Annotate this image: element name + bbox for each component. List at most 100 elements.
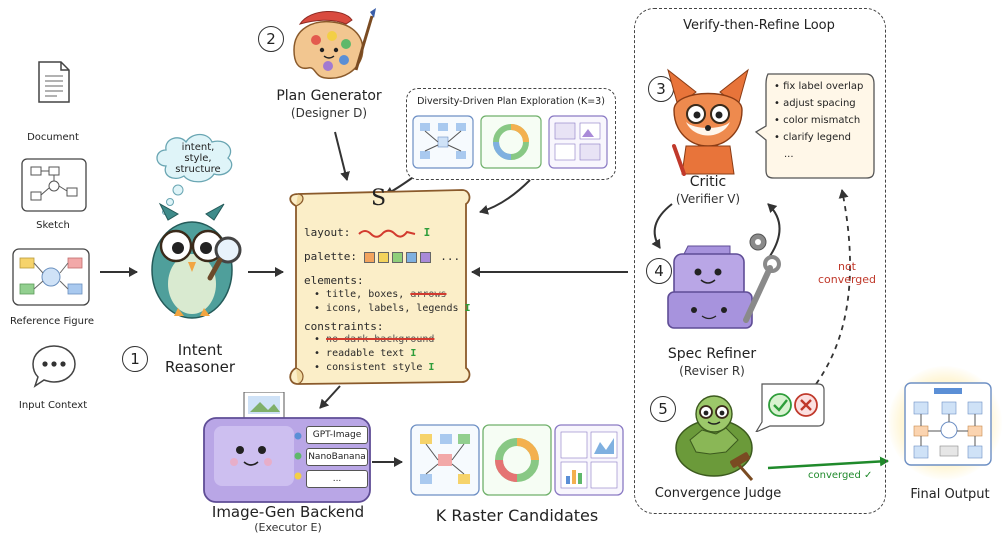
- turtle-judge-icon: [675, 395, 754, 481]
- step-number-3: 3: [648, 76, 674, 102]
- toolbox-refiner-icon: [667, 233, 781, 329]
- step-number-2: 2: [258, 26, 284, 52]
- thought-cloud: intent, style, structure: [156, 133, 233, 183]
- critic-feedback-bubble: [754, 73, 875, 179]
- arrow-critic-to-refiner: [651, 203, 673, 249]
- feedback-item-5: ...: [784, 149, 794, 160]
- palette-swatch: [377, 251, 389, 263]
- plan-thumb-2: [480, 115, 542, 169]
- candidate-3: [554, 424, 624, 496]
- candidates-title: K Raster Candidates: [435, 506, 599, 525]
- step-number-5: 5: [650, 396, 676, 422]
- fox-critic-icon: [667, 68, 749, 176]
- backend-option-gpt-image: GPT-Image: [306, 426, 368, 444]
- feedback-item-2-text: adjust spacing: [783, 98, 856, 109]
- feedback-item-1: • fix label overlap: [774, 81, 864, 92]
- plan-thumb-3: [548, 115, 608, 169]
- input-label-sketch: Sketch: [36, 220, 70, 231]
- judge-title: Convergence Judge: [654, 486, 782, 501]
- feedback-item-4-text: clarify legend: [783, 132, 851, 143]
- critic-feedback-list: • fix label overlap • adjust spacing • c…: [774, 78, 863, 163]
- feedback-item-4: • clarify legend: [774, 132, 851, 143]
- converged-label: converged ✓: [808, 470, 873, 481]
- feedback-item-3-text: color mismatch: [783, 115, 861, 126]
- spec-elements-item1-struck: arrows: [410, 289, 447, 300]
- spec-elements-item1-text: title, boxes,: [326, 289, 405, 300]
- refiner-subtitle: (Reviser R): [679, 364, 745, 378]
- arrow-refiner-to-critic: [767, 203, 781, 257]
- feedback-item-1-text: fix label overlap: [783, 81, 864, 92]
- gavel-icon: [730, 452, 754, 481]
- spec-cursor-constraint3: I: [428, 362, 435, 373]
- check-icon: [768, 393, 792, 417]
- wrench-icon: [743, 255, 781, 323]
- input-column: Document Sketch Reference Figure Input C…: [10, 60, 94, 420]
- diversity-title: Diversity-Driven Plan Exploration (K=3): [417, 96, 605, 107]
- intent-reasoner-title: Intent Reasoner: [150, 342, 250, 376]
- arrow-diversity-to-spec-2: [479, 179, 531, 215]
- verify-loop-title: Verify-then-Refine Loop: [683, 18, 835, 33]
- input-label-input-context: Input Context: [18, 400, 88, 411]
- palette-swatch: [363, 251, 375, 263]
- not-converged-line2: converged: [817, 273, 877, 286]
- feedback-item-2: • adjust spacing: [774, 98, 856, 109]
- arrow-spec-to-backend: [319, 385, 341, 409]
- spec-elements-item2-text: icons, labels, legends: [326, 303, 459, 314]
- intent-reasoner-title-line2: Reasoner: [164, 358, 236, 376]
- thought-text-style: style,: [184, 153, 211, 164]
- spec-scroll: [289, 189, 471, 385]
- final-output-icon: [904, 382, 992, 466]
- document-icon: [38, 61, 70, 103]
- backend-title: Image-Gen Backend: [211, 503, 365, 521]
- plan-thumb-1: [412, 115, 474, 169]
- spec-constraint1-struck: no dark background: [326, 334, 435, 345]
- intent-reasoner-title-line1: Intent: [177, 341, 223, 359]
- arrow-plan-to-spec: [334, 131, 350, 181]
- critic-subtitle: (Verifier V): [675, 192, 741, 206]
- cross-icon: [794, 393, 818, 417]
- thought-text-intent: intent,: [182, 142, 215, 153]
- palette-swatch: [391, 251, 403, 263]
- spec-constraints-label: constraints:: [304, 320, 384, 333]
- arrow-not-converged: [809, 189, 851, 393]
- input-label-document: Document: [27, 132, 79, 143]
- spec-constraint3-text: consistent style: [326, 362, 423, 373]
- input-label-reference-figure: Reference Figure: [9, 316, 95, 327]
- candidate-2: [482, 424, 552, 496]
- spec-elements-item1: • title, boxes, arrows: [314, 289, 447, 300]
- spec-cursor-elements: I: [464, 303, 471, 314]
- not-converged-line1: not: [837, 260, 856, 273]
- chat-bubble-icon: [32, 345, 76, 388]
- plan-thumbnails: [412, 115, 608, 169]
- plan-generator-title: Plan Generator: [276, 88, 382, 104]
- spec-palette-ellipsis: ...: [440, 250, 461, 263]
- final-output-title: Final Output: [910, 487, 990, 502]
- not-converged-label: not converged: [812, 260, 882, 286]
- step-number-1: 1: [122, 346, 148, 372]
- palette-designer-icon: [293, 8, 376, 79]
- spec-constraint2: • readable text I: [314, 348, 417, 359]
- candidate-1: [410, 424, 480, 496]
- spec-elements-item2: • icons, labels, legends I: [314, 303, 471, 314]
- spec-symbol: S: [371, 186, 387, 211]
- spec-layout-row: layout: I: [304, 226, 430, 239]
- thought-text-structure: structure: [175, 164, 220, 175]
- verify-refine-loop-panel: [634, 8, 886, 514]
- diversity-panel: [406, 88, 616, 180]
- backend-option-nanobanana: NanoBanana: [306, 448, 368, 466]
- spec-cursor-layout: I: [423, 226, 431, 239]
- spec-palette-row: palette: ...: [304, 250, 460, 263]
- spec-palette-label: palette:: [304, 250, 357, 263]
- feedback-item-3: • color mismatch: [774, 115, 861, 126]
- reference-figure-icon: [12, 248, 90, 306]
- judge-verdict-bubble: [755, 383, 825, 432]
- owl-reasoner-icon: [151, 202, 242, 319]
- raster-candidates: [410, 424, 624, 496]
- critic-title: Critic: [689, 174, 727, 190]
- spec-cursor-constraint2: I: [410, 348, 417, 359]
- arrow-converged: [767, 456, 889, 470]
- spec-layout-label: layout:: [304, 226, 351, 239]
- backend-subtitle: (Executor E): [254, 521, 322, 534]
- gear-icon: [749, 233, 767, 251]
